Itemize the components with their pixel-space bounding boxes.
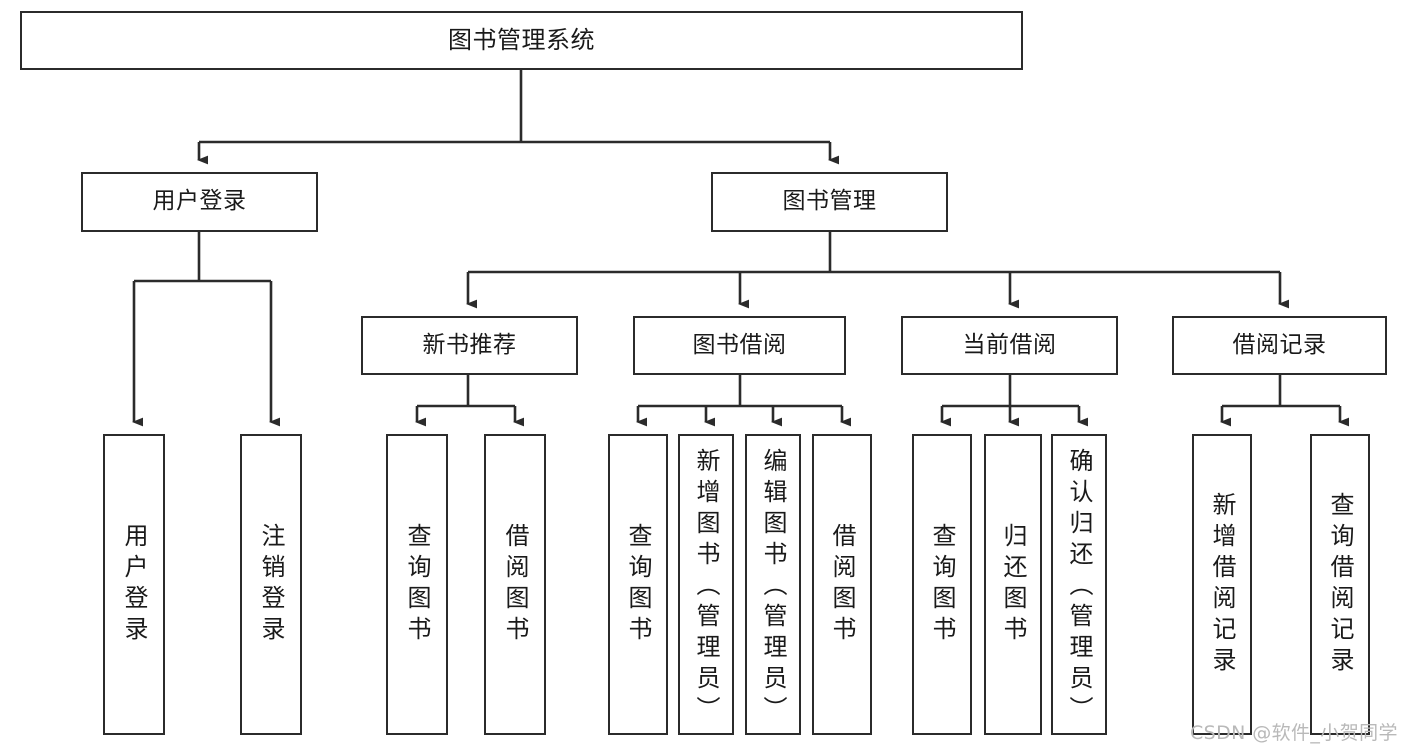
node-leaf-edit-book-admin[interactable]: 编辑图书（管理员） [745,434,801,735]
node-current-borrow[interactable]: 当前借阅 [901,316,1118,375]
node-label: 图书管理系统 [448,26,595,55]
node-leaf-user-login[interactable]: 用户登录 [103,434,165,735]
node-book-management[interactable]: 图书管理 [711,172,948,232]
csdn-watermark: CSDN @软件_小贺同学 [1190,722,1398,744]
node-label: 查询图书 [928,522,956,647]
node-leaf-query-borrow-record[interactable]: 查询借阅记录 [1310,434,1370,735]
node-borrow-record[interactable]: 借阅记录 [1172,316,1387,375]
node-label: 用户登录 [152,188,247,215]
node-label: 借阅图书 [828,522,856,647]
node-leaf-confirm-return-admin[interactable]: 确认归还（管理员） [1051,434,1107,735]
node-new-book-recommendation[interactable]: 新书推荐 [361,316,578,375]
node-label: 编辑图书（管理员） [759,448,787,727]
node-leaf-borrow-book-recommend[interactable]: 借阅图书 [484,434,546,735]
node-label: 查询图书 [624,522,652,647]
node-label: 图书管理 [782,188,877,215]
node-book-management-system[interactable]: 图书管理系统 [20,11,1023,70]
node-label: 新书推荐 [422,331,517,358]
node-label: 查询借阅记录 [1326,491,1354,678]
node-leaf-logout[interactable]: 注销登录 [240,434,302,735]
node-label: 借阅图书 [501,522,529,647]
node-book-borrow[interactable]: 图书借阅 [633,316,846,375]
node-label: 新增图书（管理员） [692,448,720,727]
node-label: 注销登录 [257,522,285,647]
node-label: 确认归还（管理员） [1065,448,1093,727]
node-label: 图书借阅 [692,331,787,358]
node-leaf-query-book-current[interactable]: 查询图书 [912,434,972,735]
node-label: 查询图书 [403,522,431,647]
node-label: 借阅记录 [1232,331,1327,358]
node-label: 当前借阅 [962,331,1057,358]
node-user-login[interactable]: 用户登录 [81,172,318,232]
node-leaf-query-book-recommend[interactable]: 查询图书 [386,434,448,735]
node-leaf-query-book-borrow[interactable]: 查询图书 [608,434,668,735]
node-leaf-add-borrow-record[interactable]: 新增借阅记录 [1192,434,1252,735]
node-leaf-add-book-admin[interactable]: 新增图书（管理员） [678,434,734,735]
node-label: 归还图书 [999,522,1027,647]
node-label: 用户登录 [120,522,148,647]
node-leaf-borrow-book[interactable]: 借阅图书 [812,434,872,735]
node-leaf-return-book[interactable]: 归还图书 [984,434,1042,735]
node-label: 新增借阅记录 [1208,491,1236,678]
